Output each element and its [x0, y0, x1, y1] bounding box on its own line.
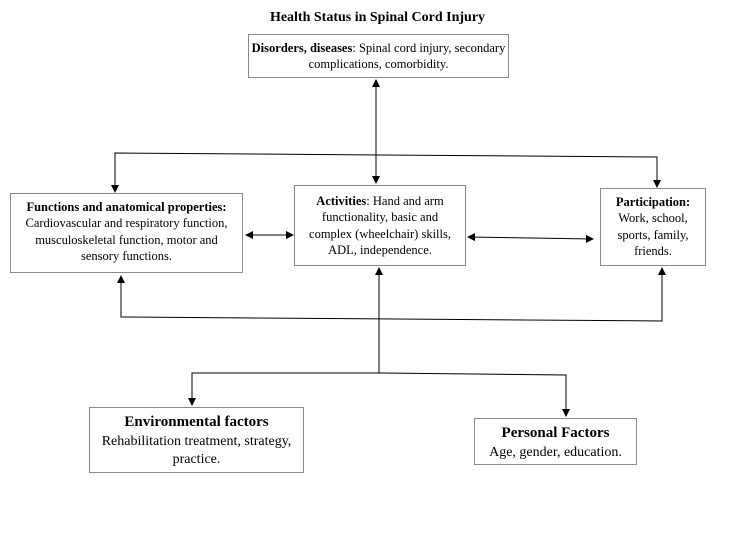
node-environmental-text: Rehabilitation treatment, strategy, prac…: [101, 433, 292, 467]
node-activities: Activities: Hand and arm functionality, …: [294, 185, 466, 266]
node-functions: Functions and anatomical properties: Car…: [10, 193, 243, 273]
arrow-to-environmental: [188, 372, 379, 406]
node-participation: Participation: Work, school, sports, fam…: [600, 188, 706, 266]
node-environmental: Environmental factors Rehabilitation tre…: [89, 407, 304, 473]
diagram-title: Health Status in Spinal Cord Injury: [269, 10, 486, 25]
node-functions-heading: Functions and anatomical properties:: [26, 200, 227, 214]
node-functions-text: Cardiovascular and respiratory function,…: [25, 216, 228, 263]
node-activities-heading: Activities: [316, 194, 367, 208]
node-activities-text: : Hand and arm functionality, basic and …: [309, 194, 451, 257]
node-personal-text: Age, gender, education.: [489, 444, 622, 460]
arrow-to-personal: [378, 372, 570, 417]
node-personal: Personal Factors Age, gender, education.: [474, 418, 637, 465]
node-disorders: Disorders, diseases: Spinal cord injury,…: [248, 34, 509, 78]
arrow-top-loop: [111, 152, 661, 193]
arrow-activities-participation: [467, 233, 594, 243]
node-participation-text: Work, school, sports, family, friends.: [617, 211, 689, 258]
arrow-bottom-loop: [117, 267, 666, 322]
node-environmental-heading: Environmental factors: [124, 414, 269, 430]
node-personal-heading: Personal Factors: [501, 425, 610, 441]
node-disorders-text: : Spinal cord injury, secondary complica…: [308, 41, 506, 72]
node-participation-heading: Participation:: [615, 195, 691, 209]
node-disorders-heading: Disorders, diseases: [251, 41, 353, 55]
